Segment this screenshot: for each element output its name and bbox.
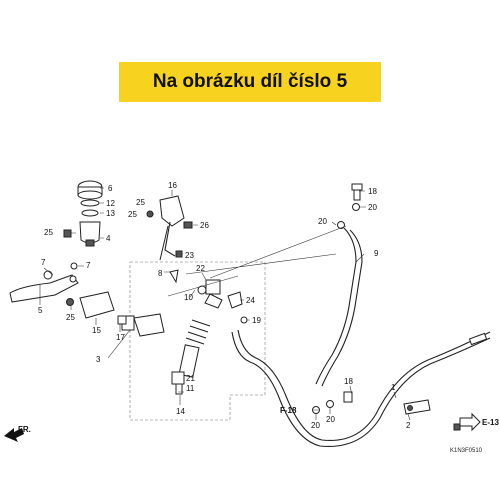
label-23: 23 [185, 251, 194, 260]
washer-20-b [337, 221, 345, 229]
label-12: 12 [106, 199, 115, 208]
label-19: 19 [252, 316, 261, 325]
label-17: 17 [116, 333, 125, 342]
washer-19 [240, 316, 248, 324]
bolt-24-part [227, 291, 243, 309]
label-3: 3 [96, 355, 101, 364]
clutch-hose-9 [315, 227, 357, 385]
oil-bolt-18-lower [343, 391, 353, 403]
label-25-bracket-mid: 25 [128, 210, 137, 219]
clutch-cable-1 [231, 331, 491, 447]
reservoir-cap [77, 180, 103, 200]
label-5: 5 [38, 306, 43, 315]
bolt-25-reservoir [63, 229, 72, 238]
rod-11 [175, 383, 183, 395]
label-25-lever: 25 [66, 313, 75, 322]
assembly-outline [129, 261, 266, 421]
bolt-26 [183, 221, 193, 229]
ref-e13-arrow: E-13 [459, 412, 499, 432]
label-2: 2 [406, 421, 411, 430]
label-16: 16 [168, 181, 177, 190]
label-4: 4 [106, 234, 111, 243]
label-11: 11 [186, 384, 195, 393]
clutch-lever [9, 274, 79, 303]
label-20-lower-right: 20 [326, 415, 335, 424]
washer-20-a [352, 203, 360, 211]
label-22: 22 [196, 264, 205, 273]
label-7-left: 7 [41, 258, 46, 267]
switch-assembly [204, 279, 223, 309]
label-20-lower-left: 20 [311, 421, 320, 430]
leader-lines [39, 187, 411, 421]
label-1: 1 [391, 383, 396, 392]
cable-end [468, 332, 488, 346]
reservoir [79, 221, 101, 247]
washer-20-d [326, 400, 334, 408]
piston-spring [178, 319, 211, 378]
label-20-upper-right: 20 [368, 203, 377, 212]
label-25-reservoir: 25 [44, 228, 53, 237]
label-9: 9 [374, 249, 379, 258]
bolt-25-lever [66, 298, 74, 306]
oil-bolt-18-upper [351, 183, 363, 201]
label-10: 10 [184, 293, 193, 302]
ref-f18: F-18 [280, 406, 297, 415]
label-7-right: 7 [86, 261, 91, 270]
boot-21 [171, 371, 185, 385]
label-6: 6 [108, 184, 113, 193]
holder-bracket [146, 195, 185, 261]
label-24: 24 [246, 296, 255, 305]
diaphragm-plate [80, 199, 100, 207]
label-21: 21 [186, 374, 195, 383]
label-15: 15 [92, 326, 101, 335]
pivot-bolt-7 [43, 270, 53, 280]
label-25-bracket-top: 25 [136, 198, 145, 207]
front-direction-arrow: FR. [4, 425, 31, 442]
clutch-cable-1-b [237, 329, 491, 442]
ref-e13: E-13 [482, 418, 499, 427]
bolt-25-bracket [453, 423, 461, 431]
cable-bracket-2 [403, 399, 431, 415]
bracket-cable [164, 221, 176, 257]
label-14: 14 [176, 407, 185, 416]
label-13: 13 [106, 209, 115, 218]
ref-fr: FR. [18, 425, 31, 434]
label-26: 26 [200, 221, 209, 230]
label-18-upper: 18 [368, 187, 377, 196]
clutch-hose-9-b [321, 229, 363, 387]
part-number-banner: Na obrázku díl číslo 5 [119, 62, 381, 102]
label-8: 8 [158, 269, 163, 278]
bushing-17 [117, 315, 127, 325]
label-20-upper-left: 20 [318, 217, 327, 226]
label-18-lower: 18 [344, 377, 353, 386]
master-cylinder-body [121, 313, 165, 337]
lever-cover [79, 291, 115, 319]
diagram-code: K1N3F0510 [450, 448, 483, 454]
clip-8 [169, 269, 179, 284]
diaphragm [81, 209, 99, 217]
pivot-nut-7 [70, 262, 78, 270]
